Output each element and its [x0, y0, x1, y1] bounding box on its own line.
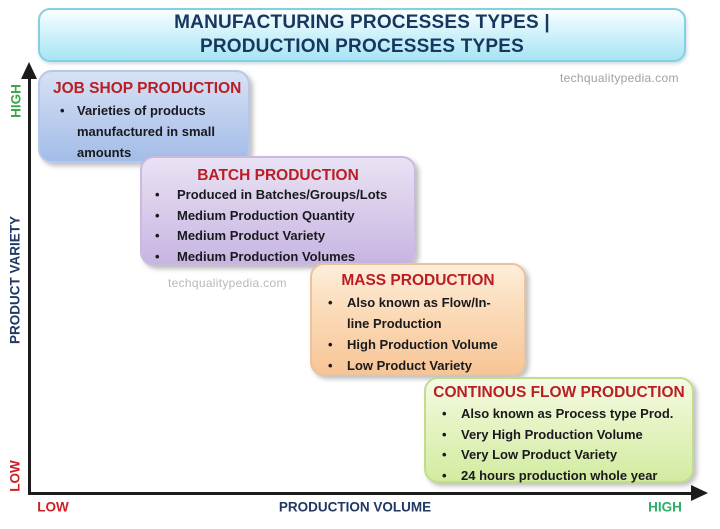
x-axis-line [28, 492, 692, 495]
job-shop-bullet: •Varieties of products manufactured in s… [40, 100, 248, 163]
y-axis-title: PRODUCT VARIETY [7, 215, 23, 345]
bullet-icon: • [328, 358, 333, 373]
mass-bullet: •Also known as Flow/In- line Production [312, 292, 524, 334]
batch-production-box: BATCH PRODUCTION •Produced in Batches/Gr… [140, 156, 416, 266]
job-shop-production-box: JOB SHOP PRODUCTION •Varieties of produc… [38, 70, 250, 163]
y-axis-high-label: HIGH [8, 84, 24, 118]
bullet-icon: • [442, 426, 447, 442]
bullet-icon: • [155, 207, 160, 223]
title-line-1: MANUFACTURING PROCESSES TYPES | [174, 12, 550, 33]
mass-title: MASS PRODUCTION [341, 272, 495, 289]
x-axis-high-label: HIGH [648, 499, 682, 515]
batch-bullet: •Medium Production Quantity [142, 206, 414, 227]
watermark-top: techqualitypedia.com [560, 71, 679, 85]
mass-production-box: MASS PRODUCTION •Also known as Flow/In- … [310, 263, 526, 376]
bullet-icon: • [442, 467, 447, 483]
continuous-flow-title: CONTINOUS FLOW PRODUCTION [433, 384, 685, 401]
continuous-flow-production-box: CONTINOUS FLOW PRODUCTION •Also known as… [424, 377, 694, 483]
x-axis-low-label: LOW [37, 499, 69, 515]
batch-bullet: •Medium Production Volumes [142, 247, 414, 268]
bullet-icon: • [155, 228, 160, 243]
watermark-middle: techqualitypedia.com [168, 276, 287, 290]
mass-bullet: •Low Product Variety [312, 355, 524, 376]
title-banner: MANUFACTURING PROCESSES TYPES | PRODUCTI… [38, 8, 686, 62]
batch-title: BATCH PRODUCTION [197, 167, 359, 184]
bullet-icon: • [328, 337, 333, 352]
bullet-icon: • [442, 447, 447, 462]
y-axis-arrow-icon [21, 62, 37, 79]
batch-bullet: •Medium Product Variety [142, 226, 414, 247]
x-axis-title: PRODUCTION VOLUME [278, 499, 432, 515]
bullet-icon: • [328, 295, 333, 310]
bullet-icon: • [155, 248, 160, 264]
continuous-bullet: •Very High Production Volume [426, 425, 692, 446]
bullet-icon: • [442, 406, 447, 421]
continuous-bullet: •Very Low Product Variety [426, 445, 692, 466]
mass-bullet: •High Production Volume [312, 334, 524, 355]
job-shop-title: JOB SHOP PRODUCTION [53, 80, 242, 97]
y-axis-line [28, 78, 31, 494]
x-axis-arrow-icon [691, 485, 708, 501]
y-axis-low-label: LOW [7, 460, 23, 492]
title-line-2: PRODUCTION PROCESSES TYPES [199, 36, 525, 57]
continuous-bullet: •Also known as Process type Prod. [426, 404, 692, 425]
batch-bullet: •Produced in Batches/Groups/Lots [142, 185, 414, 206]
continuous-bullet: •24 hours production whole year [426, 466, 692, 487]
bullet-icon: • [60, 103, 65, 118]
bullet-icon: • [155, 187, 160, 202]
